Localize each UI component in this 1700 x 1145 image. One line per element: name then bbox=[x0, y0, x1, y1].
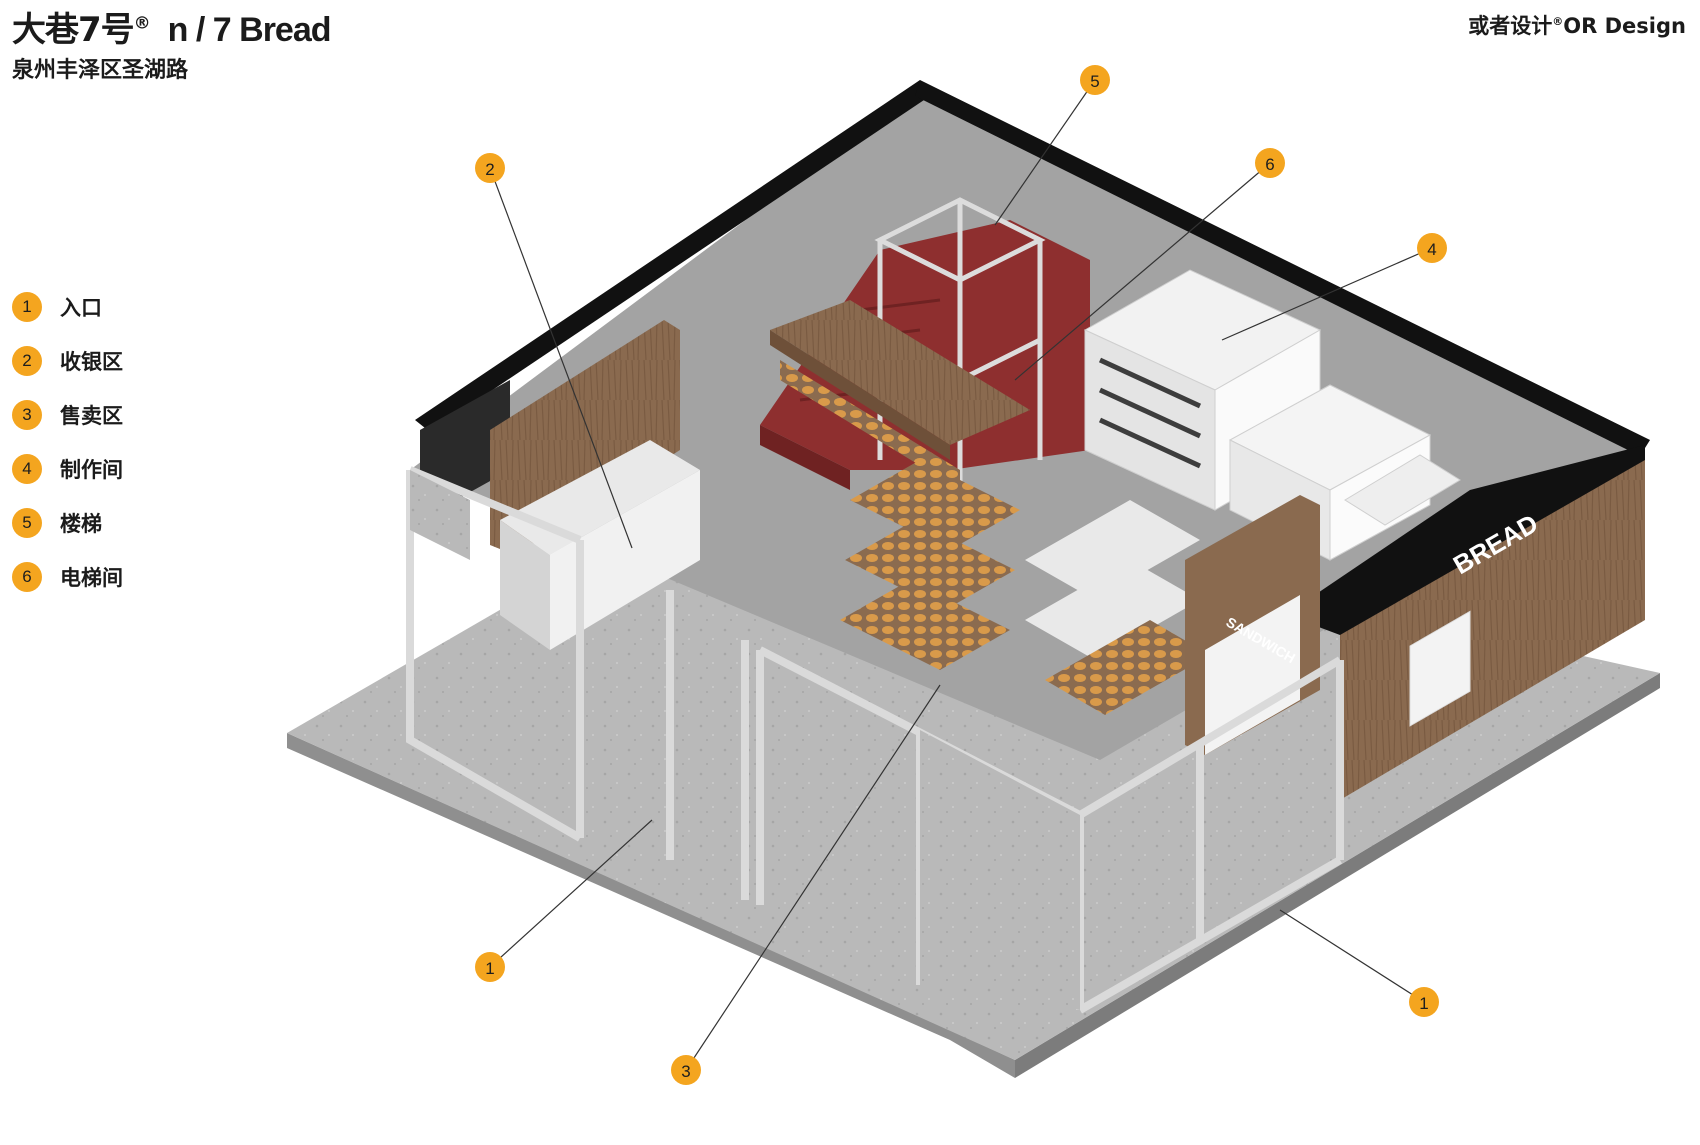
callout-number: 2 bbox=[485, 160, 494, 179]
legend-label: 楼梯 bbox=[60, 512, 102, 536]
brand-registered-mark: ® bbox=[1552, 15, 1564, 28]
legend-label: 入口 bbox=[60, 296, 102, 320]
callout-number: 3 bbox=[681, 1062, 690, 1081]
title-en: n / 7 Bread bbox=[167, 11, 332, 49]
callout-number: 1 bbox=[485, 959, 494, 978]
legend-number-badge: 4 bbox=[12, 454, 42, 484]
legend-number-badge: 1 bbox=[12, 292, 42, 322]
bread-facade: BREAD bbox=[1300, 445, 1645, 800]
legend-number-badge: 5 bbox=[12, 508, 42, 538]
brand-en: OR Design bbox=[1563, 14, 1686, 38]
legend-item: 6 电梯间 bbox=[12, 550, 123, 604]
concrete-panel bbox=[920, 730, 1080, 1010]
callout-marker: 1 bbox=[475, 952, 505, 982]
legend-item: 3 售卖区 bbox=[12, 388, 123, 442]
legend-number-badge: 6 bbox=[12, 562, 42, 592]
callout-number: 1 bbox=[1419, 994, 1428, 1013]
callout-number: 5 bbox=[1090, 72, 1099, 91]
legend: 1 入口 2 收银区 3 售卖区 4 制作间 5 楼梯 6 电梯间 bbox=[12, 280, 123, 604]
registered-mark: ® bbox=[133, 13, 151, 34]
title-cn: 大巷7号 bbox=[12, 10, 135, 50]
brand-label: 或者设计®OR Design bbox=[1468, 10, 1686, 40]
legend-label: 售卖区 bbox=[60, 404, 123, 428]
legend-item: 2 收银区 bbox=[12, 334, 123, 388]
legend-number-badge: 3 bbox=[12, 400, 42, 430]
legend-label: 制作间 bbox=[60, 458, 123, 482]
callout-marker: 2 bbox=[475, 153, 505, 183]
callout-marker: 6 bbox=[1255, 148, 1285, 178]
callout-marker: 5 bbox=[1080, 65, 1110, 95]
legend-item: 1 入口 bbox=[12, 280, 123, 334]
callout-number: 6 bbox=[1265, 155, 1274, 174]
glass-facade-right bbox=[1077, 656, 1344, 1014]
location-subtitle: 泉州丰泽区圣湖路 bbox=[12, 58, 189, 83]
bread-display bbox=[840, 460, 1210, 715]
leader-lines bbox=[489, 79, 1433, 1071]
legend-label: 电梯间 bbox=[60, 566, 123, 590]
right-back-wall bbox=[915, 80, 1650, 456]
legend-number-badge: 2 bbox=[12, 346, 42, 376]
callout-marker: 1 bbox=[1409, 987, 1439, 1017]
concrete-panel bbox=[410, 470, 470, 560]
callout-number: 4 bbox=[1427, 240, 1436, 259]
callout-marker: 3 bbox=[671, 1055, 701, 1085]
cashier-wood-wall bbox=[490, 320, 680, 555]
legend-item: 5 楼梯 bbox=[12, 496, 123, 550]
legend-item: 4 制作间 bbox=[12, 442, 123, 496]
legend-label: 收银区 bbox=[60, 350, 123, 374]
brand-cn: 或者设计 bbox=[1468, 14, 1553, 38]
hanging-shelf bbox=[770, 300, 1030, 490]
page-title: 大巷7号® n / 7 Bread bbox=[12, 2, 332, 51]
callout-marker: 4 bbox=[1417, 233, 1447, 263]
